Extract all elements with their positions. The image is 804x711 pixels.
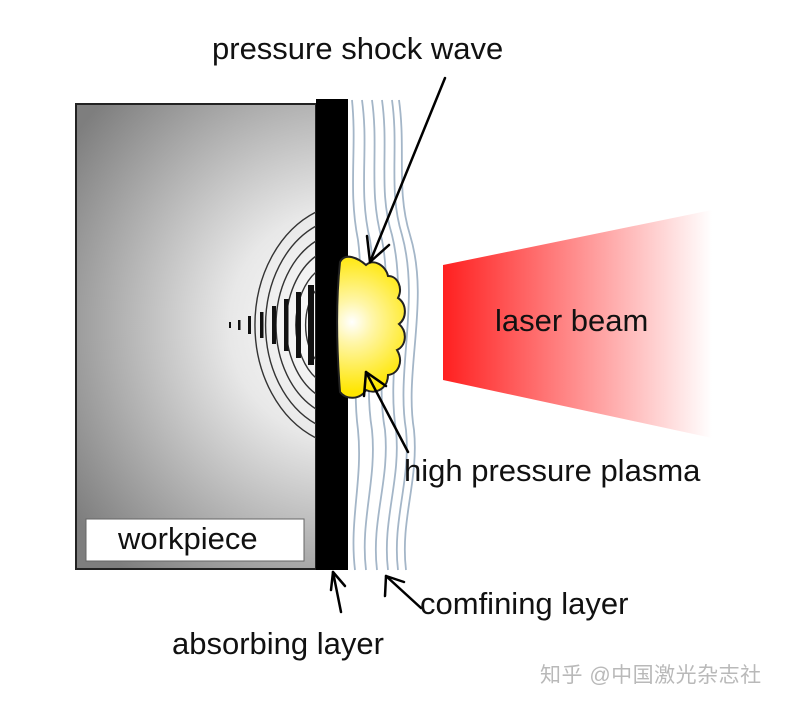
pressure-shock-wave-label: pressure shock wave (212, 31, 504, 66)
workpiece-label: workpiece (118, 521, 258, 556)
shock-wave-bars (229, 285, 314, 365)
workpiece-label-box (85, 518, 305, 562)
plasma (336, 255, 406, 399)
confining-layer-label: comfining layer (420, 586, 629, 621)
laser-beam (443, 210, 712, 438)
high-pressure-plasma-label: high pressure plasma (404, 453, 701, 488)
workpiece (75, 103, 317, 570)
arrows (329, 76, 447, 614)
watermark: 知乎 @中国激光杂志社 (540, 664, 762, 687)
absorbing-layer-label: absorbing layer (172, 626, 384, 661)
laser-beam-label: laser beam (495, 303, 649, 338)
